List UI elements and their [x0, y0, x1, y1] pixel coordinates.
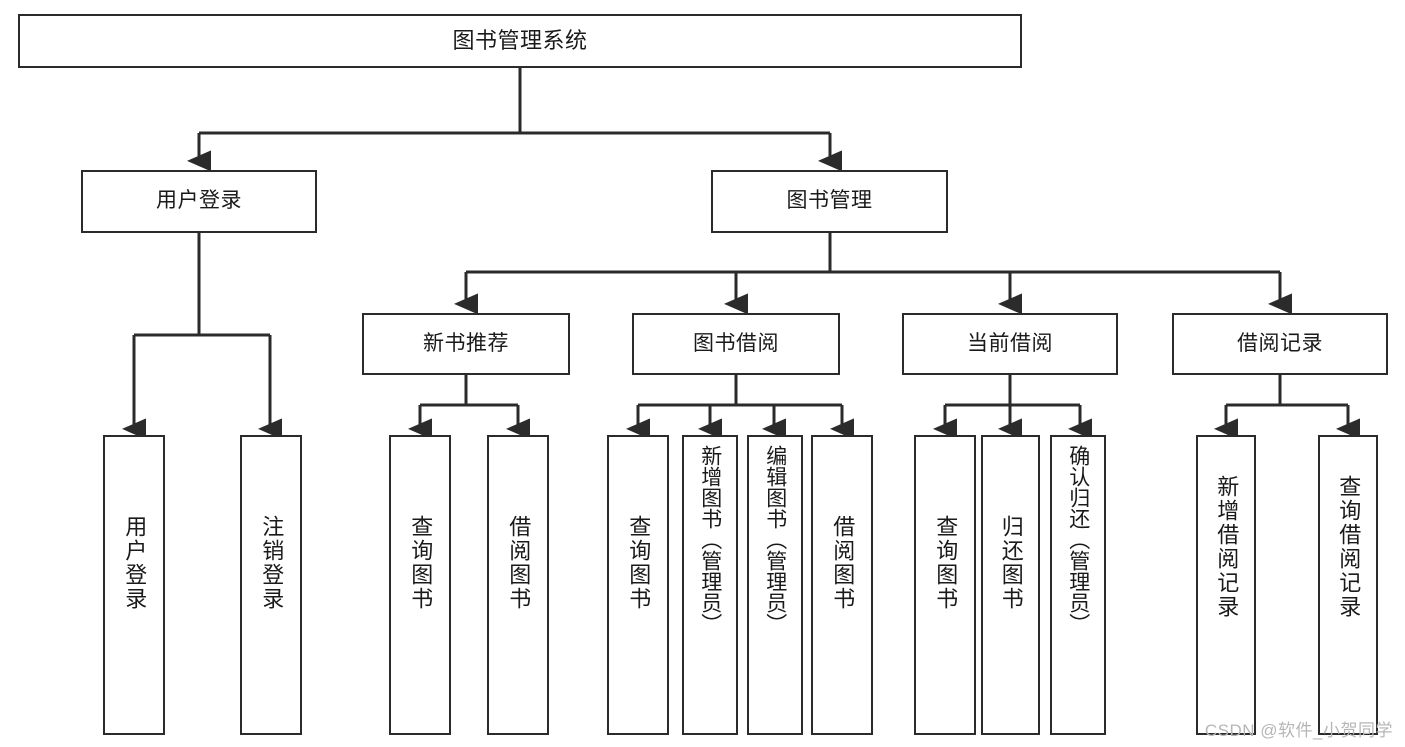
node-label: 图书借阅: [693, 331, 779, 355]
node-label: 新书推荐: [423, 331, 509, 355]
node-label: 新增图书（管理员）: [698, 445, 722, 634]
node-leaf-borrow-books-recommendation[interactable]: 借阅图书: [487, 435, 549, 735]
node-label: 确认归还（管理员）: [1066, 445, 1090, 634]
node-label: 图书管理: [786, 189, 873, 213]
node-user-login[interactable]: 用户登录: [81, 170, 317, 233]
node-new-book-recommendation[interactable]: 新书推荐: [362, 313, 570, 375]
node-borrowing-records[interactable]: 借阅记录: [1172, 313, 1388, 375]
node-label: 借阅图书: [506, 515, 532, 611]
csdn-watermark: CSDN @软件_小贺同学: [1204, 721, 1393, 740]
node-leaf-borrow-books-borrowing[interactable]: 借阅图书: [811, 435, 873, 735]
node-leaf-user-login[interactable]: 用户登录: [103, 435, 165, 735]
node-leaf-logout[interactable]: 注销登录: [240, 435, 302, 735]
node-leaf-return-books[interactable]: 归还图书: [981, 435, 1040, 735]
node-label: 归还图书: [998, 515, 1024, 611]
node-leaf-add-book-admin[interactable]: 新增图书（管理员）: [682, 435, 738, 735]
node-label: 查询图书: [408, 515, 434, 611]
node-label: 新增借阅记录: [1214, 475, 1240, 619]
node-label: 注销登录: [259, 515, 285, 611]
node-leaf-query-books-recommendation[interactable]: 查询图书: [389, 435, 451, 735]
node-current-borrowing[interactable]: 当前借阅: [902, 313, 1118, 375]
node-book-borrowing[interactable]: 图书借阅: [632, 313, 840, 375]
node-label: 查询图书: [933, 515, 959, 611]
node-leaf-edit-book-admin[interactable]: 编辑图书（管理员）: [747, 435, 803, 735]
node-label: 当前借阅: [967, 331, 1053, 355]
node-label: 查询图书: [626, 515, 652, 611]
node-book-management[interactable]: 图书管理: [711, 170, 948, 233]
node-leaf-query-books-current[interactable]: 查询图书: [914, 435, 976, 735]
node-root-book-management-system[interactable]: 图书管理系统: [18, 14, 1022, 68]
node-label: 用户登录: [156, 189, 242, 213]
node-label: 查询借阅记录: [1336, 475, 1362, 619]
node-label: 用户登录: [122, 515, 148, 611]
node-leaf-query-borrow-record[interactable]: 查询借阅记录: [1318, 435, 1378, 735]
node-label: 借阅记录: [1237, 331, 1323, 355]
node-label: 图书管理系统: [452, 28, 588, 54]
node-leaf-query-books-borrowing[interactable]: 查询图书: [607, 435, 669, 735]
node-leaf-add-borrow-record[interactable]: 新增借阅记录: [1196, 435, 1256, 735]
node-label: 借阅图书: [830, 515, 856, 611]
node-leaf-confirm-return-admin[interactable]: 确认归还（管理员）: [1050, 435, 1106, 735]
node-label: 编辑图书（管理员）: [763, 445, 787, 634]
